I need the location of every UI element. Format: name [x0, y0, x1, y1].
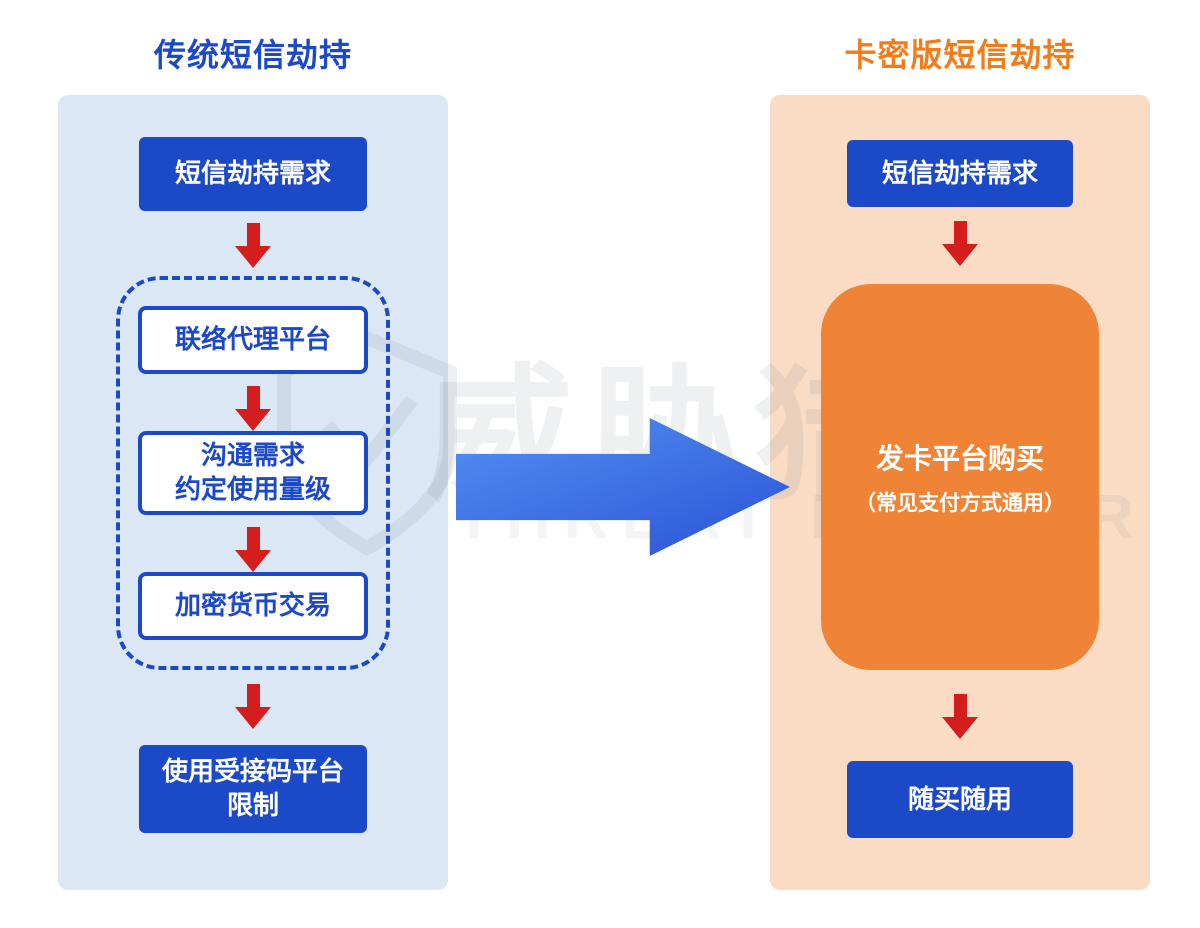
- arrow-shaft: [246, 386, 260, 409]
- arrow-shaft: [953, 694, 967, 717]
- right-start-box: 短信劫持需求: [847, 140, 1073, 207]
- flow-right-arrow-icon: [456, 418, 790, 556]
- left-end-box: 使用受接码平台 限制: [139, 745, 367, 833]
- left-step1-box: 联络代理平台: [138, 306, 368, 374]
- arrow-shaft: [953, 221, 967, 244]
- down-arrow-icon: [942, 694, 978, 739]
- down-arrow-icon: [235, 223, 271, 268]
- purchase-title: 发卡平台购买: [875, 443, 1044, 474]
- agent-steps-group: 联络代理平台 沟通需求 约定使用量级 加密货币交易: [116, 276, 390, 670]
- left-title: 传统短信劫持: [153, 37, 352, 73]
- arrow-head: [235, 246, 271, 268]
- arrow-head: [235, 550, 271, 572]
- arrow-head: [942, 717, 978, 739]
- arrow-shaft: [246, 684, 260, 707]
- down-arrow-icon: [235, 684, 271, 729]
- left-panel: 短信劫持需求 联络代理平台 沟通需求 约定使用量级 加密货币交易 使用受接码平台…: [58, 95, 448, 890]
- right-end-box: 随买随用: [847, 761, 1073, 838]
- left-step3-box: 加密货币交易: [138, 572, 368, 640]
- left-step2-box: 沟通需求 约定使用量级: [138, 431, 368, 515]
- down-arrow-icon: [235, 527, 271, 572]
- purchase-box: 发卡平台购买 （常见支付方式通用）: [821, 284, 1099, 670]
- down-arrow-icon: [235, 386, 271, 431]
- right-title: 卡密版短信劫持: [844, 37, 1076, 73]
- arrow-head: [942, 244, 978, 266]
- arrow-shaft: [246, 223, 260, 246]
- arrow-head: [235, 409, 271, 431]
- arrow-shaft: [246, 527, 260, 550]
- arrow-head: [235, 707, 271, 729]
- purchase-subtitle: （常见支付方式通用）: [855, 492, 1065, 515]
- left-start-box: 短信劫持需求: [139, 137, 367, 211]
- right-panel: 短信劫持需求 发卡平台购买 （常见支付方式通用） 随买随用: [770, 95, 1150, 890]
- down-arrow-icon: [942, 221, 978, 266]
